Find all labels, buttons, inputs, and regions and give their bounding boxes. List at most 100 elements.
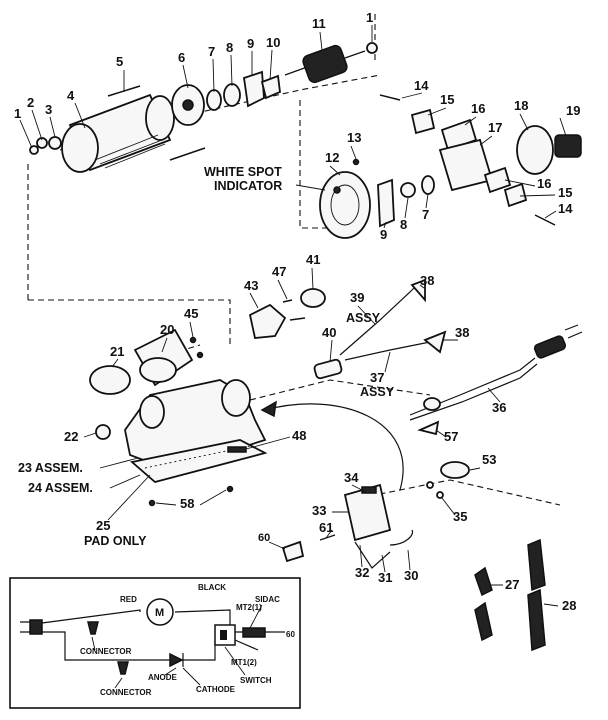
callout-8: 8 bbox=[226, 40, 233, 55]
plate-9 bbox=[243, 70, 265, 108]
connector-symbol-2 bbox=[117, 661, 129, 675]
callout-38a: 38 bbox=[420, 273, 434, 288]
callout-48: 48 bbox=[292, 428, 306, 443]
switch-label: SWITCH bbox=[240, 676, 272, 685]
connector-label-1: CONNECTOR bbox=[80, 647, 132, 656]
power-cord bbox=[409, 324, 583, 421]
sidac-label: SIDAC bbox=[255, 595, 280, 604]
clip-57 bbox=[417, 420, 440, 436]
diode-61 bbox=[319, 534, 336, 541]
disk-18 bbox=[516, 125, 554, 175]
part-35a bbox=[426, 481, 434, 489]
brush-pin-14 bbox=[379, 94, 401, 101]
lens-21 bbox=[89, 365, 131, 395]
callout-9b: 9 bbox=[380, 227, 387, 242]
motor-housing bbox=[61, 93, 175, 173]
washer-1b bbox=[366, 42, 378, 54]
screw-13 bbox=[352, 158, 360, 166]
schematic-plug bbox=[29, 619, 43, 635]
callout-25: 25 bbox=[96, 518, 110, 533]
callout-40: 40 bbox=[322, 325, 336, 340]
brush-assembly bbox=[319, 94, 582, 239]
callout-10: 10 bbox=[266, 35, 280, 50]
callout-9: 9 bbox=[247, 36, 254, 51]
text-labels: WHITE SPOT INDICATOR ASSY ASSY 23 ASSEM.… bbox=[18, 165, 395, 548]
callout-43: 43 bbox=[244, 278, 258, 293]
switch-and-cord bbox=[248, 278, 583, 491]
callout-18: 18 bbox=[514, 98, 528, 113]
pad-only-label: PAD ONLY bbox=[84, 534, 147, 548]
base-right-pivot bbox=[221, 379, 251, 417]
callout-7: 7 bbox=[208, 44, 215, 59]
ring-7b bbox=[421, 175, 435, 195]
wire-30 bbox=[389, 529, 414, 546]
callouts: 1 2 3 4 5 6 7 8 9 10 11 1 14 15 16 17 18… bbox=[14, 10, 580, 613]
white-spot-label-2: INDICATOR bbox=[214, 179, 282, 193]
callout-17: 17 bbox=[488, 120, 502, 135]
screw-58b bbox=[226, 485, 234, 493]
diode-symbol bbox=[169, 652, 184, 668]
nut-3 bbox=[48, 136, 62, 150]
callout-53: 53 bbox=[482, 452, 496, 467]
callout-20: 20 bbox=[160, 322, 174, 337]
end-cap bbox=[319, 171, 371, 239]
tab-38b bbox=[423, 330, 447, 354]
callout-19: 19 bbox=[566, 103, 580, 118]
screw-45b bbox=[196, 351, 204, 359]
arrow-head bbox=[260, 400, 277, 418]
callout-37: 37 bbox=[370, 370, 384, 385]
callout-28: 28 bbox=[562, 598, 576, 613]
callout-15: 15 bbox=[440, 92, 454, 107]
electronics bbox=[281, 461, 546, 652]
callout-15b: 15 bbox=[558, 185, 572, 200]
screw-45 bbox=[189, 336, 197, 344]
motor-symbol-label: M bbox=[155, 607, 164, 619]
base-assembly bbox=[89, 328, 268, 507]
motor-assembly bbox=[29, 42, 378, 173]
callout-7b: 7 bbox=[422, 207, 429, 222]
leader-lines bbox=[19, 25, 567, 607]
assy-39-label: ASSY bbox=[346, 311, 381, 325]
connector-label-2: CONNECTOR bbox=[100, 688, 152, 697]
screw-47 bbox=[282, 299, 293, 303]
callout-2: 2 bbox=[27, 95, 34, 110]
washer-2 bbox=[36, 137, 48, 149]
callout-16: 16 bbox=[471, 101, 485, 116]
mt1-label: MT1(2) bbox=[231, 658, 257, 667]
part-28a bbox=[527, 538, 546, 592]
end-bell bbox=[171, 84, 205, 126]
clip-16b bbox=[483, 166, 512, 194]
callout-60: 60 bbox=[258, 532, 270, 544]
screw-58a bbox=[148, 499, 156, 507]
callout-14: 14 bbox=[414, 78, 429, 93]
spring-19 bbox=[554, 134, 582, 158]
callout-5: 5 bbox=[116, 54, 123, 69]
callout-11: 11 bbox=[312, 16, 326, 31]
motor-symbol bbox=[146, 598, 174, 626]
callout-13: 13 bbox=[347, 130, 361, 145]
callout-61: 61 bbox=[319, 520, 333, 535]
wire-red-label: RED bbox=[120, 595, 137, 604]
callout-3: 3 bbox=[45, 102, 52, 117]
part-28b bbox=[527, 588, 546, 652]
part-34 bbox=[361, 486, 377, 494]
label-48 bbox=[227, 446, 247, 453]
callout-12: 12 bbox=[325, 150, 339, 165]
washer-10 bbox=[260, 74, 281, 100]
part-27b bbox=[474, 601, 493, 642]
screw-lower bbox=[169, 147, 206, 161]
mt2-label: MT2(1) bbox=[236, 603, 262, 612]
callout-14b: 14 bbox=[558, 201, 573, 216]
callout-8b: 8 bbox=[400, 217, 407, 232]
base-left-pivot bbox=[139, 395, 165, 429]
callout-1: 1 bbox=[14, 106, 21, 121]
part-35b bbox=[436, 491, 444, 499]
lens-41 bbox=[300, 288, 326, 308]
sidac-symbol bbox=[242, 627, 266, 638]
install-arrow bbox=[264, 403, 404, 491]
connector-symbol-1 bbox=[87, 621, 99, 635]
wire-37 bbox=[344, 341, 431, 361]
callout-16b: 16 bbox=[537, 176, 551, 191]
callout-38b: 38 bbox=[455, 325, 469, 340]
